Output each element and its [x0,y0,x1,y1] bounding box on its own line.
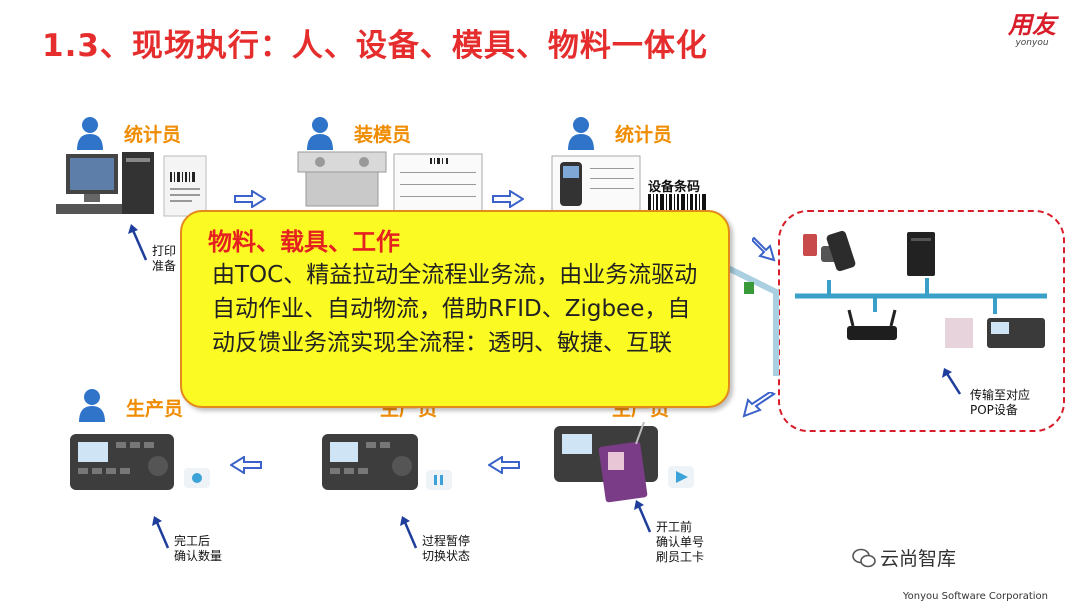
start-caption-line1: 开工前 [656,520,704,535]
pop-terminal-icon [68,432,218,494]
arrow-left-icon [488,456,520,474]
logo-zh: 用友 [1008,12,1056,38]
print-caption: 打印 准备 [152,244,176,274]
callout-heading: 物料、载具、工作 [208,222,400,257]
start-caption: 开工前 确认单号 刷员工卡 [656,520,704,565]
finish-caption-line2: 确认数量 [174,549,222,564]
pop-terminal-icon [320,432,460,494]
person-icon [76,116,104,150]
page-title: 1.3、现场执行：人、设备、模具、物料一体化 [42,20,708,65]
wechat-icon [852,548,876,568]
connector-line-icon [724,256,788,378]
person-icon [78,388,106,422]
arrow-left-icon [230,456,262,474]
handheld-scanner-with-sheet-icon [550,154,642,212]
watermark-text: 云尚智库 [880,544,956,571]
network-diagram [795,222,1055,362]
arrow-right-icon [234,190,266,208]
start-caption-line2: 确认单号 [656,535,704,550]
pause-caption-line2: 切换状态 [422,549,470,564]
arrow-right-icon [492,190,524,208]
footer-company: Yonyou Software Corporation [903,591,1048,602]
pointer-arrow-icon [632,498,654,534]
role-producer-1: 生产员 [126,394,183,421]
pause-caption-line1: 过程暂停 [422,534,470,549]
person-icon [306,116,334,150]
device-barcode-label: 设备条码 [648,176,700,195]
transfer-caption-line2: POP设备 [970,403,1030,418]
role-statistician-2: 统计员 [615,120,672,147]
role-statistician-1: 统计员 [124,120,181,147]
computer-with-document-icon [52,150,212,222]
pop-terminal-with-badge-icon [552,422,702,504]
pointer-arrow-icon [126,222,150,262]
start-caption-line3: 刷员工卡 [656,550,704,565]
barcode-icon [648,194,706,210]
transfer-caption-line1: 传输至对应 [970,388,1030,403]
finish-caption-line1: 完工后 [174,534,222,549]
mold-with-sheet-icon [290,150,490,216]
print-caption-line2: 准备 [152,259,176,274]
logo-en: yonyou [1008,38,1056,48]
arrow-down-left-icon [742,392,776,418]
finish-caption: 完工后 确认数量 [174,534,222,564]
role-mold-installer: 装模员 [354,120,411,147]
arrow-down-right-icon [752,234,778,262]
person-icon [567,116,595,150]
summary-callout: 物料、载具、工作 由TOC、精益拉动全流程业务流，由业务流驱动自动作业、自动物流… [180,210,730,408]
pointer-arrow-icon [940,366,964,396]
yonyou-logo: 用友 yonyou [1008,12,1056,48]
callout-body: 由TOC、精益拉动全流程业务流，由业务流驱动自动作业、自动物流，借助RFID、Z… [212,258,712,360]
pointer-arrow-icon [398,514,420,550]
pointer-arrow-icon [150,514,172,550]
pause-caption: 过程暂停 切换状态 [422,534,470,564]
transfer-caption: 传输至对应 POP设备 [970,388,1030,418]
print-caption-line1: 打印 [152,244,176,259]
